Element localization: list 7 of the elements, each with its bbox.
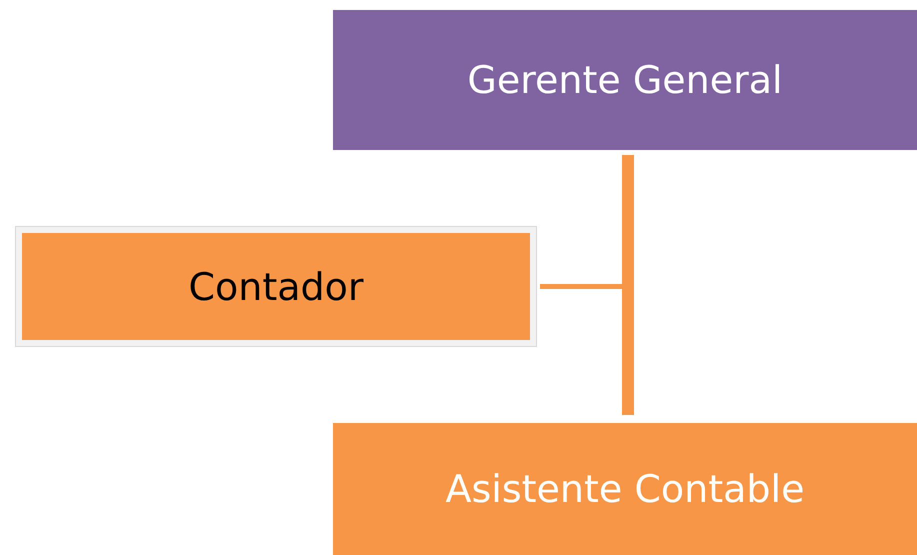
node-label: Gerente General <box>467 58 783 102</box>
node-label: Asistente Contable <box>446 467 804 511</box>
accountant-box <box>22 233 530 340</box>
assistant-box <box>333 423 917 555</box>
manager-box <box>333 10 917 150</box>
node-label: Contador <box>188 264 364 308</box>
connector-line <box>622 155 634 415</box>
